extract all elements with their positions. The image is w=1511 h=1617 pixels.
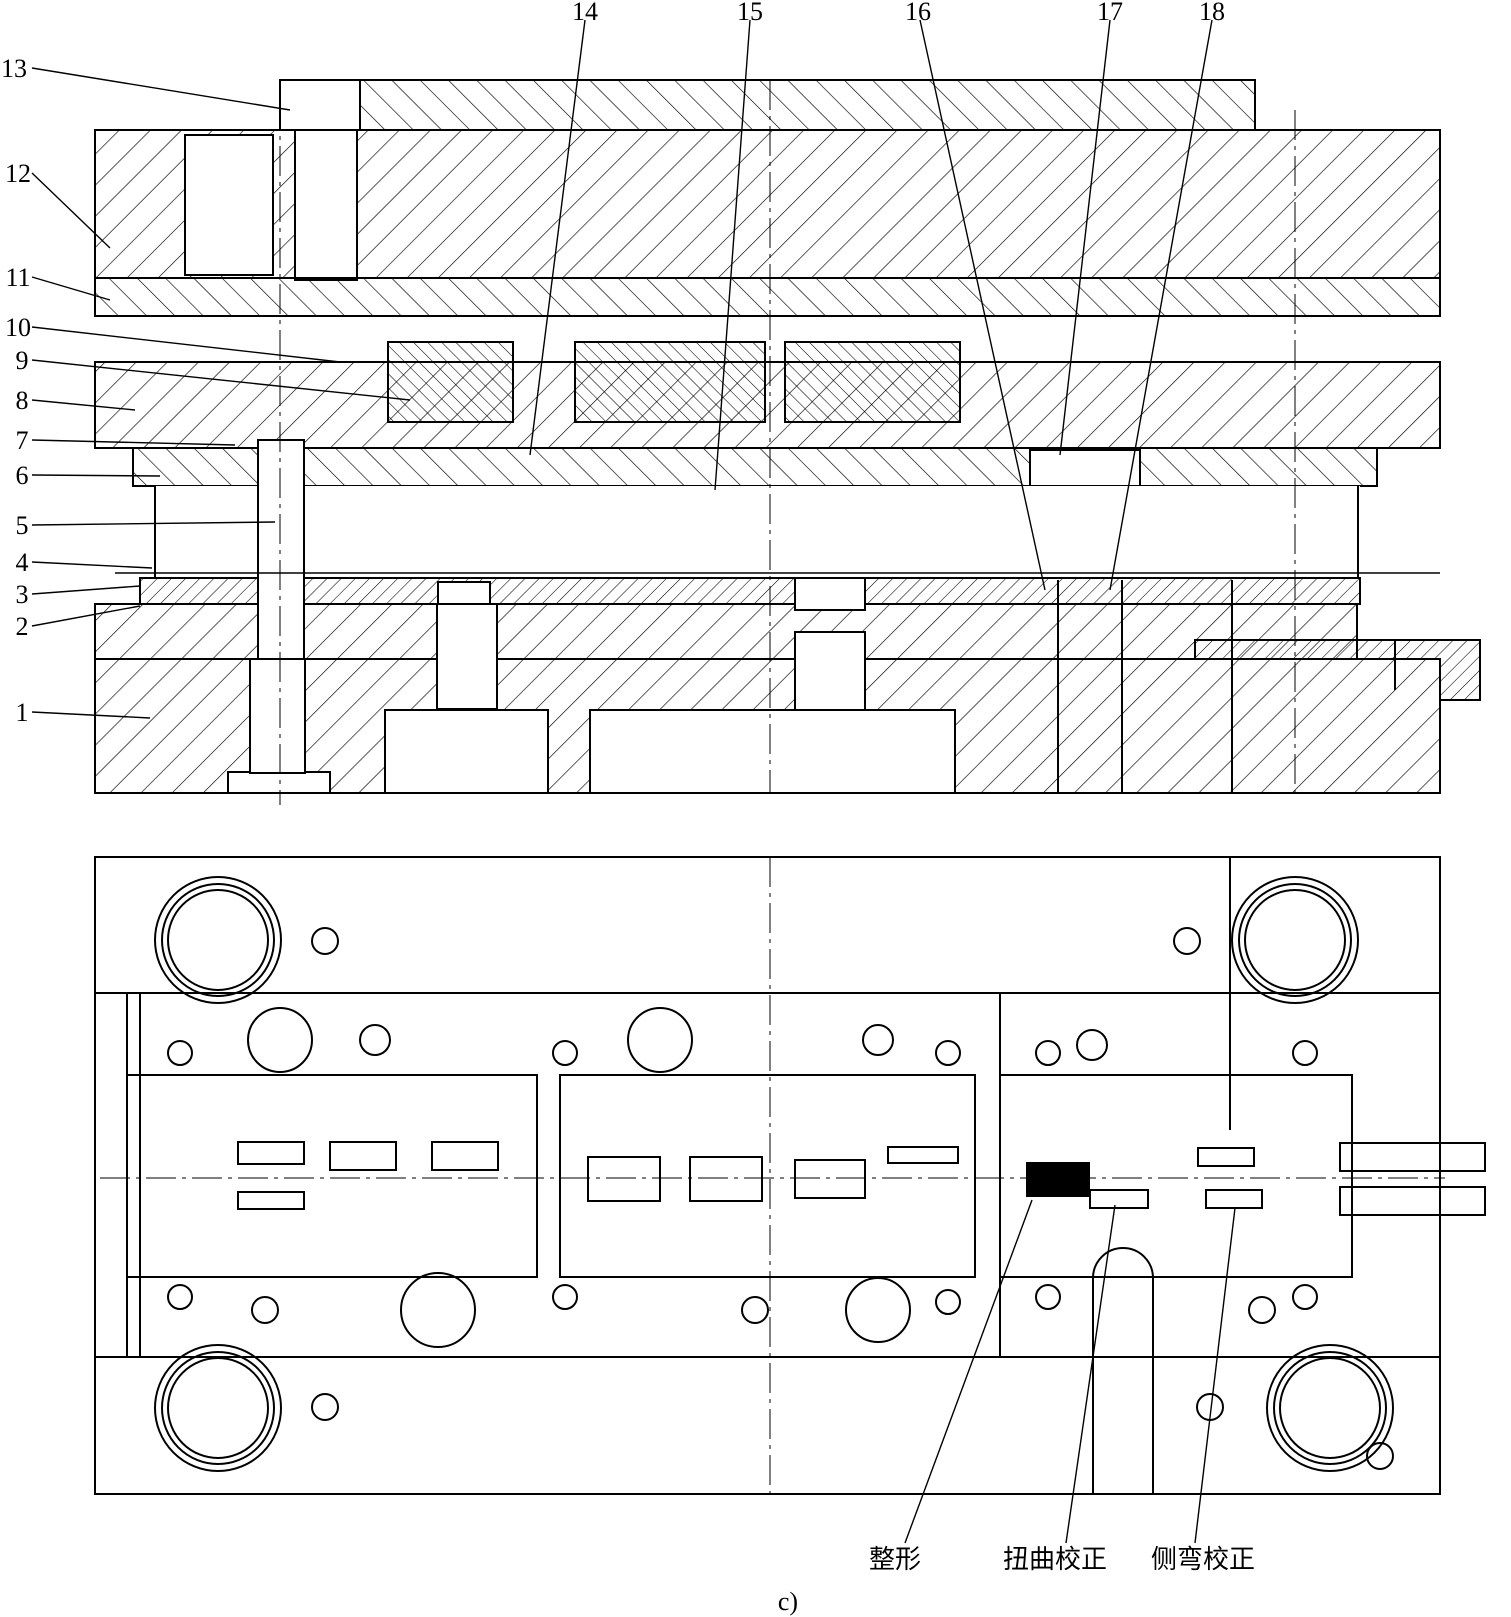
die-plate	[139, 577, 1361, 605]
stripper-plate	[132, 447, 1378, 487]
section-view	[94, 79, 1481, 805]
label-10: 10	[5, 313, 31, 342]
operation-captions: 整形 扭曲校正 侧弯校正 c)	[778, 1545, 1255, 1616]
label-2: 2	[16, 612, 29, 641]
label-5: 5	[16, 511, 29, 540]
label-4: 4	[16, 548, 29, 577]
label-15: 15	[737, 0, 763, 26]
plan-view	[94, 856, 1486, 1495]
leader-lines-upper	[31, 19, 1213, 719]
guide-post	[257, 439, 305, 661]
label-7: 7	[16, 426, 29, 455]
label-14: 14	[572, 0, 598, 26]
label-11: 11	[5, 263, 30, 292]
label-1: 1	[16, 698, 29, 727]
label-13: 13	[1, 54, 27, 83]
label-16: 16	[905, 0, 931, 26]
label-6: 6	[16, 461, 29, 490]
part-number-labels: 1 2 3 4 5 6 7 8 9 10 11 12 13 14 15 16 1…	[1, 0, 1225, 727]
caption-twist-correction: 扭曲校正	[1003, 1545, 1107, 1575]
die-holder	[94, 603, 1358, 660]
punch-holder	[94, 361, 1441, 449]
leader-lines-lower	[904, 1199, 1236, 1544]
guide-bush-bottom-right	[1266, 1344, 1394, 1472]
punch-backing-plate	[94, 277, 1441, 317]
die-set-outline	[94, 856, 1441, 1495]
label-17: 17	[1097, 0, 1123, 26]
label-3: 3	[16, 580, 29, 609]
label-8: 8	[16, 386, 29, 415]
label-12: 12	[5, 159, 31, 188]
die-block-left	[126, 1074, 538, 1278]
die-features	[237, 1141, 1486, 1495]
caption-shaping: 整形	[869, 1545, 921, 1575]
label-18: 18	[1199, 0, 1225, 26]
label-9: 9	[16, 346, 29, 375]
figure-label: c)	[778, 1587, 798, 1616]
guide-bush-top-left	[154, 876, 282, 1004]
screw-holes	[167, 927, 1394, 1470]
die-block-middle	[559, 1074, 976, 1278]
guide-bush-bottom-left	[154, 1344, 282, 1472]
guide-bush-top-right	[1231, 876, 1359, 1004]
caption-side-bend-correction: 侧弯校正	[1151, 1545, 1255, 1575]
top-clamp-plate	[279, 79, 1256, 131]
